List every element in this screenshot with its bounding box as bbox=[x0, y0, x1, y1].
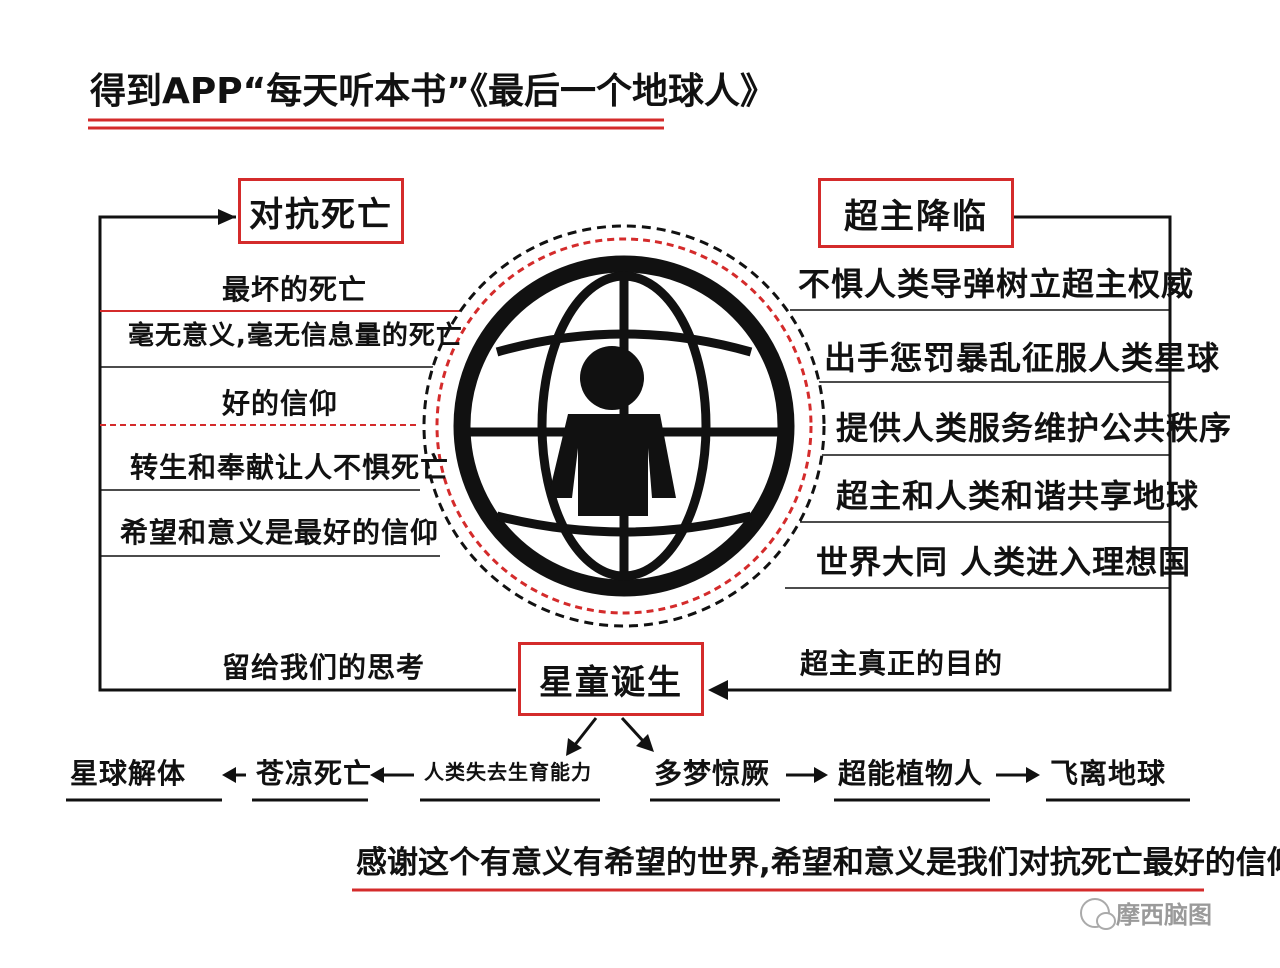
flow-left-arrow-head-1 bbox=[222, 767, 236, 783]
left-item-3: 转生和奉献让人不惧死亡 bbox=[130, 451, 450, 484]
branch-left-line bbox=[572, 717, 598, 747]
right-item-3: 超主和人类和谐共享地球 bbox=[836, 477, 1200, 515]
flow-right-1: 超能植物人 bbox=[838, 757, 984, 790]
right-header-box: 超主降临 bbox=[818, 178, 1014, 248]
person-icon bbox=[548, 346, 676, 516]
left-header-box: 对抗死亡 bbox=[238, 178, 404, 244]
left-item-1: 毫无意义,毫无信息量的死亡 bbox=[128, 321, 463, 351]
left-bottom-label: 留给我们的思考 bbox=[222, 651, 426, 684]
globe-latitude-north bbox=[495, 329, 753, 357]
right-item-0: 不惧人类导弹树立超主权威 bbox=[798, 265, 1195, 303]
flow-left-arrow-head-2 bbox=[370, 767, 384, 783]
watermark-text: 摩西脑图 bbox=[1116, 901, 1212, 929]
flow-left-0: 星球解体 bbox=[70, 757, 187, 790]
right-frame-line bbox=[720, 215, 1172, 692]
left-item-4: 希望和意义是最好的信仰 bbox=[120, 516, 440, 549]
wechat-icon bbox=[1080, 897, 1116, 930]
flow-left-1: 苍凉死亡 bbox=[256, 757, 373, 790]
flow-right-arrow-head-2 bbox=[1026, 767, 1040, 783]
conclusion-text: 感谢这个有意义有希望的世界,希望和意义是我们对抗死亡最好的信仰 bbox=[356, 845, 1280, 881]
branch-left-arrow bbox=[566, 738, 582, 756]
branch-right-arrow bbox=[636, 734, 654, 752]
right-frame-arrow bbox=[708, 680, 728, 700]
left-frame-arrow bbox=[218, 209, 236, 225]
flow-left-2: 人类失去生育能力 bbox=[424, 760, 592, 784]
flow-right-0: 多梦惊厥 bbox=[654, 757, 771, 790]
right-item-2: 提供人类服务维护公共秩序 bbox=[836, 409, 1233, 447]
right-bottom-label: 超主真正的目的 bbox=[800, 647, 1004, 680]
left-item-0: 最坏的死亡 bbox=[222, 273, 368, 306]
globe-latitude-south bbox=[495, 511, 753, 537]
page-title: 得到APP“每天听本书”《最后一个地球人》 bbox=[90, 71, 776, 112]
globe-red-dashed-ring bbox=[435, 237, 813, 615]
flow-right-arrow-head-1 bbox=[814, 767, 828, 783]
left-frame-line bbox=[98, 215, 516, 692]
watermark: 摩西脑图 bbox=[1080, 895, 1212, 930]
left-item-2: 好的信仰 bbox=[222, 387, 339, 420]
branch-right-line bbox=[620, 716, 646, 744]
right-item-4: 世界大同 人类进入理想国 bbox=[816, 543, 1192, 581]
flow-right-2: 飞离地球 bbox=[1050, 757, 1167, 790]
right-item-1: 出手惩罚暴乱征服人类星球 bbox=[824, 339, 1221, 377]
center-bottom-box: 星童诞生 bbox=[518, 642, 704, 716]
